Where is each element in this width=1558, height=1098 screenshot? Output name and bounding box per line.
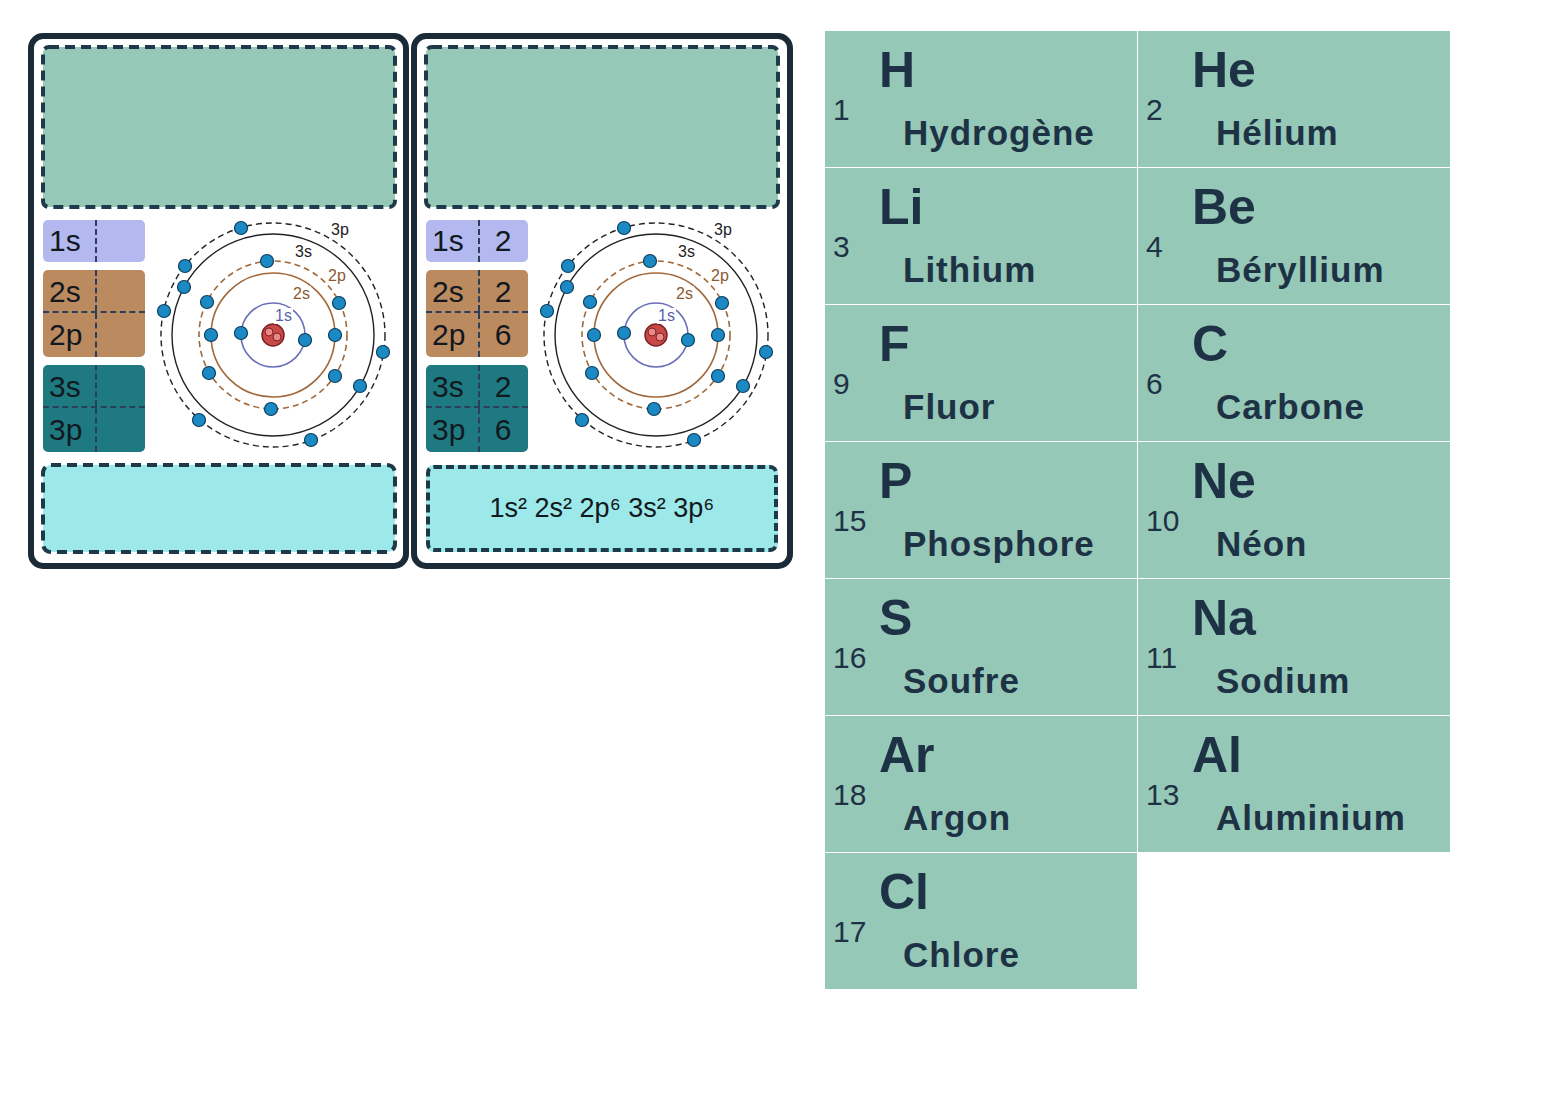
atomic-number: 16 (833, 643, 866, 673)
element-tile: 17 ClChlore (825, 853, 1137, 989)
subshell-label: 2p (49, 320, 82, 350)
element-tile: 13 AlAluminium (1138, 716, 1450, 852)
configuration-box: 1s² 2s² 2p⁶ 3s² 3p⁶ (426, 465, 778, 552)
element-tile: 3 LiLithium (825, 168, 1137, 304)
orbital-label: 1s (657, 308, 676, 324)
orbital-cell: 3s 2 (426, 365, 528, 408)
orbital-cell: 2s 2 (426, 270, 528, 313)
orbital-cell: 3s (43, 365, 145, 408)
subshell-label: 3s (49, 372, 81, 402)
orbital-cell: 1s (43, 220, 145, 262)
subshell-label: 2s (432, 277, 464, 307)
subshell-label: 3s (432, 372, 464, 402)
atomic-number: 18 (833, 780, 866, 810)
element-name: Phosphore (903, 526, 1095, 561)
subshell-label: 2p (432, 320, 465, 350)
atomic-number: 17 (833, 917, 866, 947)
element-symbol: F (879, 319, 910, 369)
subshell-label: 2s (49, 277, 81, 307)
element-name: Néon (1216, 526, 1308, 561)
element-tile: 2 HeHélium (1138, 31, 1450, 167)
card-frame (31, 36, 406, 566)
element-tile: 9F Fluor (825, 305, 1137, 441)
atom-model (158, 222, 390, 448)
element-tile: 10 NeNéon (1138, 442, 1450, 578)
orbital-cell: 2p (43, 313, 145, 357)
element-tile: 16 S Soufre (825, 579, 1137, 715)
subshell-label: 1s (49, 226, 81, 256)
orbital-label: 3s (677, 244, 696, 260)
atomic-number: 3 (833, 232, 850, 262)
atomic-number: 13 (1146, 780, 1179, 810)
orbital-cell: 2s (43, 270, 145, 313)
empty-box (426, 47, 778, 207)
element-name: Béryllium (1216, 252, 1385, 287)
atomic-number: 6 (1146, 369, 1163, 399)
element-name: Argon (903, 800, 1011, 835)
electron-count: 2 (486, 372, 520, 402)
orbital-label: 3s (294, 244, 313, 260)
element-symbol: H (879, 45, 915, 95)
atomic-number: 4 (1146, 232, 1163, 262)
card-frame (414, 36, 790, 566)
electron-count: 6 (486, 415, 520, 445)
orbital-label: 2p (327, 268, 347, 284)
element-symbol: C (1192, 319, 1228, 369)
element-name: Carbone (1216, 389, 1365, 424)
orbital-cell: 3p 6 (426, 408, 528, 452)
element-tile: 11 NaSodium (1138, 579, 1450, 715)
subshell-label: 1s (432, 226, 464, 256)
atomic-number: 1 (833, 95, 850, 125)
element-tile: 4 BeBéryllium (1138, 168, 1450, 304)
empty-box (43, 465, 395, 552)
electron-configuration: 1s² 2s² 2p⁶ 3s² 3p⁶ (430, 495, 774, 522)
atomic-number: 11 (1146, 643, 1177, 673)
element-name: Soufre (903, 663, 1020, 698)
empty-box (43, 47, 395, 207)
element-name: Hélium (1216, 115, 1339, 150)
atomic-number: 10 (1146, 506, 1179, 536)
orbital-label: 2s (675, 286, 694, 302)
orbital-label: 2p (710, 268, 730, 284)
element-symbol: Be (1192, 182, 1256, 232)
element-symbol: Na (1192, 593, 1256, 643)
element-name: Sodium (1216, 663, 1350, 698)
element-tile: 1H Hydrogène (825, 31, 1137, 167)
element-name: Fluor (903, 389, 995, 424)
element-name: Lithium (903, 252, 1036, 287)
element-symbol: He (1192, 45, 1256, 95)
element-symbol: Li (879, 182, 923, 232)
element-tile: 15 P Phosphore (825, 442, 1137, 578)
element-symbol: Ne (1192, 456, 1256, 506)
orbital-label: 3p (713, 222, 733, 238)
orbital-label: 3p (330, 222, 350, 238)
orbital-cell: 2p 6 (426, 313, 528, 357)
electron-count: 2 (486, 226, 520, 256)
element-name: Hydrogène (903, 115, 1095, 150)
orbital-cell: 3p (43, 408, 145, 452)
element-symbol: P (879, 456, 912, 506)
orbital-label: 2s (292, 286, 311, 302)
orbital-cell: 1s 2 (426, 220, 528, 262)
subshell-label: 3p (49, 415, 82, 445)
subshell-label: 3p (432, 415, 465, 445)
orbital-label: 1s (274, 308, 293, 324)
element-symbol: Ar (879, 730, 935, 780)
element-name: Aluminium (1216, 800, 1406, 835)
element-name: Chlore (903, 937, 1020, 972)
element-tile: 18 ArArgon (825, 716, 1137, 852)
element-tile: 6C Carbone (1138, 305, 1450, 441)
element-symbol: Al (1192, 730, 1242, 780)
atom-model (541, 222, 773, 448)
atomic-number: 2 (1146, 95, 1163, 125)
atomic-number: 9 (833, 369, 850, 399)
electron-count: 2 (486, 277, 520, 307)
element-symbol: Cl (879, 867, 929, 917)
element-symbol: S (879, 593, 912, 643)
electron-count: 6 (486, 320, 520, 350)
atomic-number: 15 (833, 506, 866, 536)
